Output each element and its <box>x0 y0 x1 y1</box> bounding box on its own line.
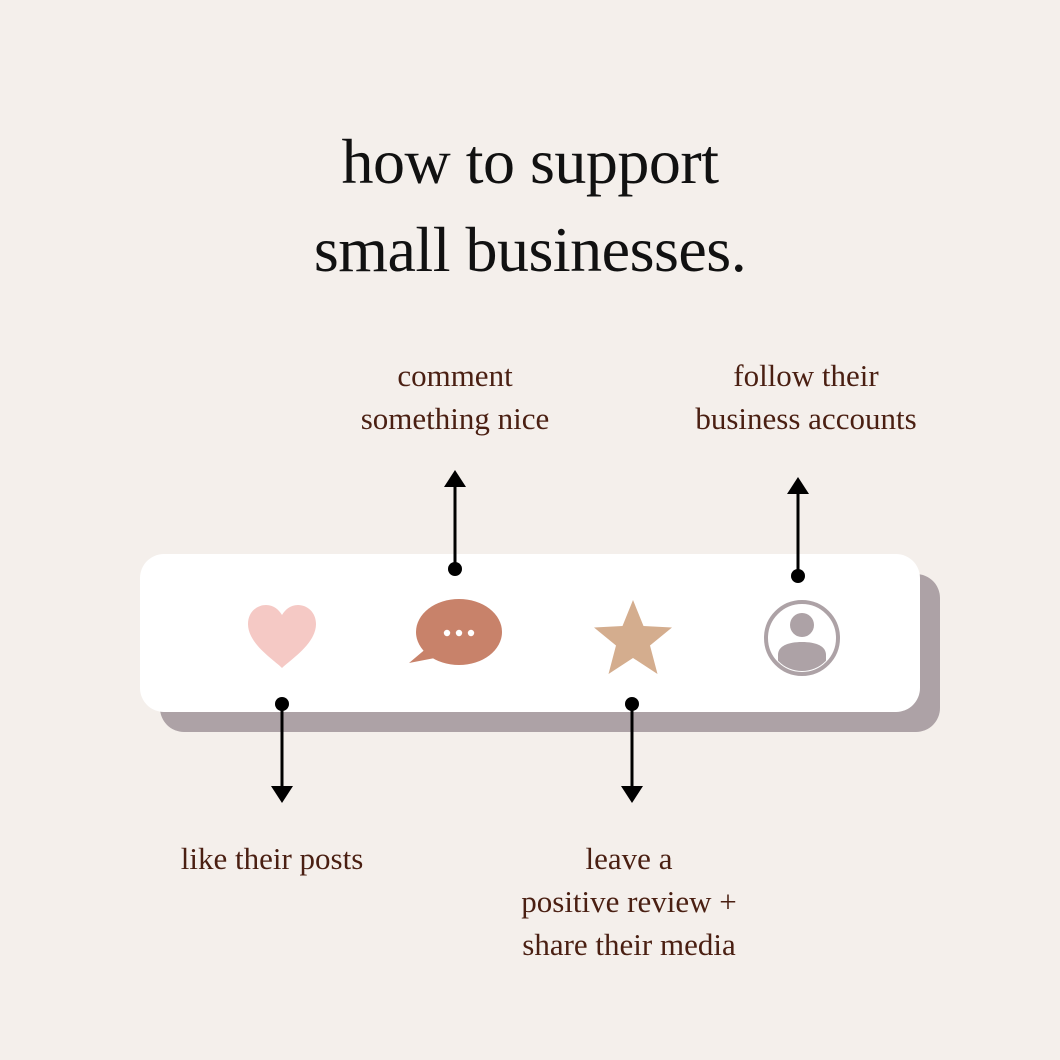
star-icon[interactable] <box>592 598 674 678</box>
label-review-line-1: leave a <box>585 841 673 876</box>
label-like-line-1: like their posts <box>180 841 364 876</box>
label-like: like their posts <box>181 837 364 880</box>
title-line-1: how to support <box>341 126 720 197</box>
label-follow: follow their business accounts <box>695 354 916 440</box>
arrow-follow <box>787 477 809 583</box>
label-review-line-3: share their media <box>522 927 736 962</box>
label-follow-line-1: follow their <box>733 358 879 393</box>
title-line-2: small businesses. <box>313 214 747 285</box>
speech-bubble-icon[interactable] <box>406 597 506 669</box>
label-comment-line-2: something nice <box>360 401 550 436</box>
page-title: how to support small businesses. <box>0 118 1060 294</box>
heart-icon[interactable] <box>244 602 320 670</box>
label-comment-line-1: comment <box>397 358 513 393</box>
label-review-line-2: positive review + <box>521 884 737 919</box>
profile-icon[interactable] <box>762 598 842 678</box>
arrow-comment <box>444 470 466 576</box>
arrow-review <box>621 697 643 803</box>
label-comment: comment something nice <box>361 354 550 440</box>
label-follow-line-2: business accounts <box>695 401 917 436</box>
label-review: leave a positive review + share their me… <box>521 837 737 966</box>
arrow-like <box>271 697 293 803</box>
